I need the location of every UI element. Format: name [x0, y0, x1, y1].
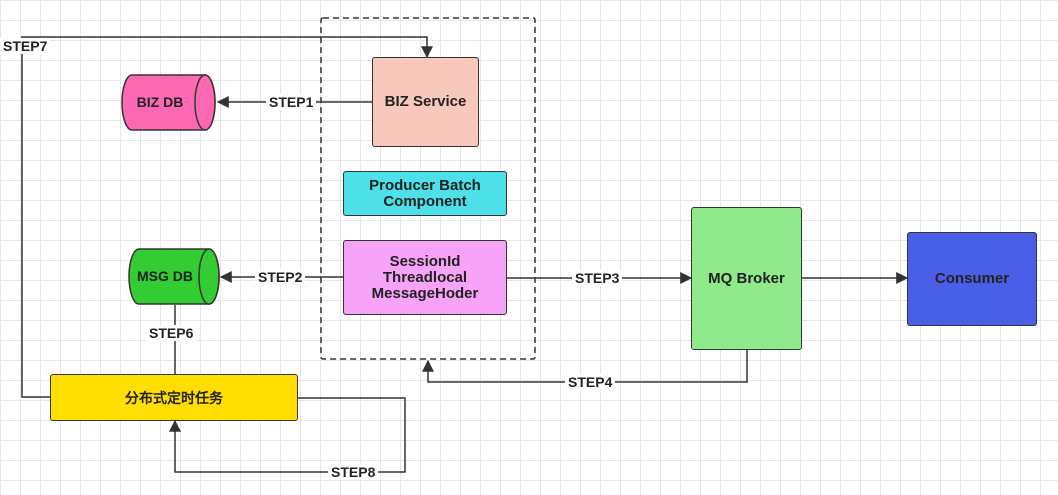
mq-broker-label: MQ Broker: [708, 269, 785, 287]
mq-broker-node[interactable]: MQ Broker: [691, 207, 802, 350]
step1-label: STEP1: [266, 94, 317, 110]
step3-label: STEP3: [572, 270, 623, 286]
biz-db-cap: [194, 74, 216, 131]
scheduler-label: 分布式定时任务: [125, 389, 223, 406]
msg-db-label: MSG DB: [137, 268, 193, 284]
producer-batch-node[interactable]: Producer Batch Component: [343, 171, 507, 216]
service-boundary: [320, 17, 536, 360]
edge-step8: [169, 397, 406, 473]
edge-step7: [21, 36, 433, 398]
step7-label: STEP7: [0, 38, 51, 54]
msg-db-cap: [198, 248, 220, 305]
biz-db-node[interactable]: BIZ DB: [121, 74, 216, 131]
step6-label: STEP6: [146, 325, 197, 341]
producer-batch-label: Producer Batch Component: [369, 176, 481, 210]
step2-label: STEP2: [255, 269, 306, 285]
step8-label: STEP8: [328, 464, 379, 480]
step4-label: STEP4: [565, 374, 616, 390]
biz-service-label: BIZ Service: [384, 93, 467, 110]
biz-db-label: BIZ DB: [137, 94, 184, 110]
session-component-label: SessionId Threadlocal MessageHoder: [371, 252, 479, 302]
biz-service-node[interactable]: BIZ Service: [372, 57, 479, 147]
consumer-node[interactable]: Consumer: [907, 232, 1037, 326]
consumer-label: Consumer: [934, 270, 1010, 287]
scheduler-node[interactable]: 分布式定时任务: [50, 374, 298, 421]
session-component-node[interactable]: SessionId Threadlocal MessageHoder: [343, 240, 507, 315]
msg-db-node[interactable]: MSG DB: [128, 248, 220, 305]
